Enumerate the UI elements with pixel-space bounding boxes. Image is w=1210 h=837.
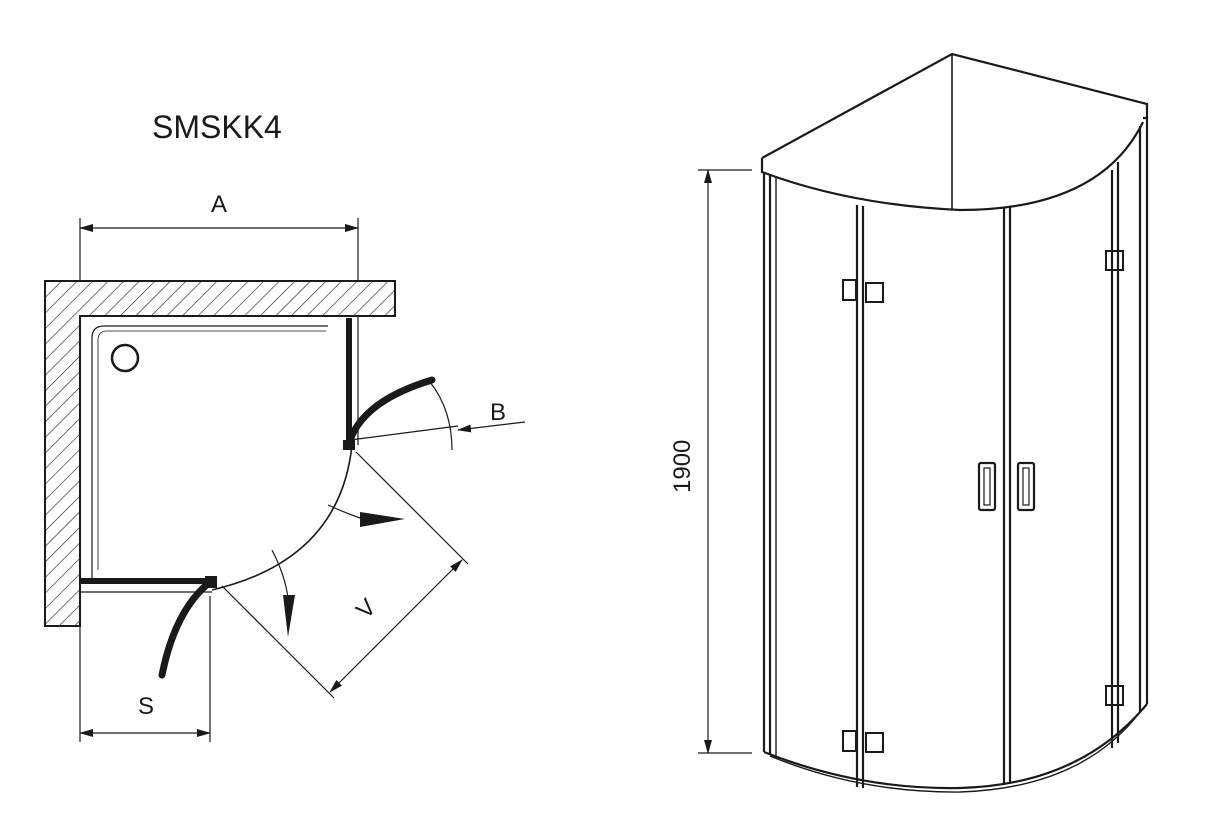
angle-b-arrow-line — [457, 421, 526, 433]
handle-right-icon — [1016, 461, 1036, 512]
hinge-left-top-icon-b — [865, 282, 884, 303]
door-right-open — [346, 376, 436, 444]
dim-label-v: V — [351, 594, 381, 624]
model-title: SMSKK4 — [152, 109, 282, 145]
hinge-right-top-icon — [1105, 250, 1124, 271]
door-left-open — [158, 578, 214, 679]
dim-v-line — [329, 559, 463, 693]
curved-front — [211, 444, 353, 591]
swing-arc-left — [271, 549, 289, 599]
fixed-panel-right — [346, 318, 352, 445]
hinge-left — [205, 576, 217, 588]
tray-inner-outline — [91, 325, 328, 578]
wall-section — [44, 280, 396, 627]
handle-right-inner — [1022, 467, 1030, 506]
tray-inner-outline-2 — [97, 330, 326, 570]
drain-icon — [110, 343, 140, 373]
enclosure-bottom-curve — [763, 703, 1148, 790]
swing-arrow-right — [360, 512, 405, 527]
hinge-left-top-icon — [842, 279, 857, 301]
dim-v-ext-2 — [221, 585, 335, 699]
enclosure-bottom-curve-2 — [769, 711, 1141, 793]
dim-label-b: B — [490, 399, 506, 426]
handle-left-inner — [983, 467, 991, 506]
hinge-left-bottom-icon-b — [865, 732, 884, 753]
hinge-left-bottom-icon — [842, 730, 857, 752]
dim-v-ext-1 — [355, 451, 469, 565]
swing-arc-right — [327, 504, 361, 519]
dim-label-height: 1900 — [669, 440, 696, 493]
handle-left-icon — [977, 461, 997, 512]
enclosure-top — [761, 52, 1149, 159]
plan-view: SMSKK4 B — [44, 109, 526, 742]
angle-b-line — [349, 425, 459, 441]
hinge-right — [343, 440, 355, 450]
elevation-view: 1900 — [669, 52, 1149, 793]
dim-label-s: S — [138, 693, 154, 720]
angle-b-arc — [429, 381, 453, 451]
dim-label-a: A — [211, 191, 227, 218]
fixed-panel-bottom — [80, 578, 212, 584]
hinge-right-bottom-icon — [1105, 685, 1124, 706]
swing-arrow-left — [283, 595, 295, 637]
enclosure-top-curve — [760, 121, 1144, 212]
